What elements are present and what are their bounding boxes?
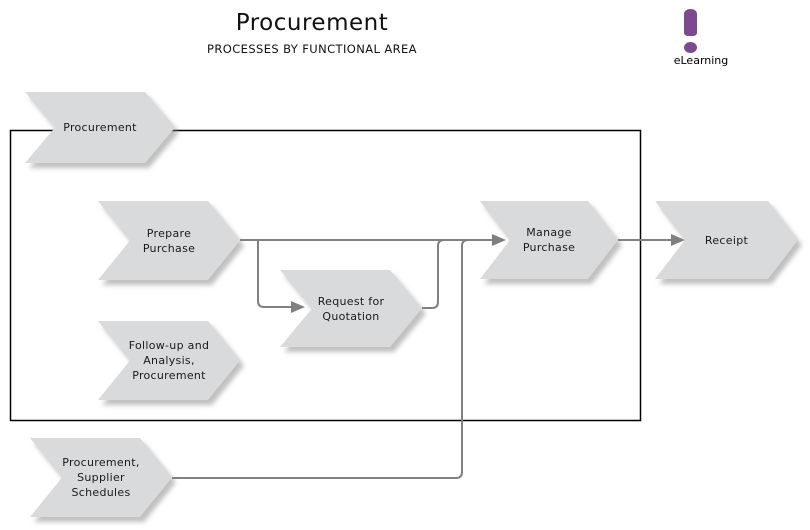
node-procurement-label: Procurement	[63, 121, 137, 134]
node-shape-request-for-quotation	[280, 270, 422, 347]
node-receipt-label: Receipt	[704, 233, 749, 247]
connector-supplier-to-manage	[172, 239, 476, 479]
node-shape-follow-up	[98, 321, 240, 400]
node-prepare-purchase-label: Prepare Purchase	[142, 226, 196, 255]
elearning-logo-label: eLearning	[673, 54, 729, 67]
connector-rfq-to-manage	[422, 239, 452, 309]
node-manage-purchase-label: Manage Purchase	[522, 226, 576, 254]
page-subtitle: PROCESSES BY FUNCTIONAL AREA	[207, 42, 417, 56]
node-request-for-quotation[interactable]: Request for Quotation	[280, 270, 422, 347]
node-manage-purchase[interactable]: Manage Purchase	[480, 201, 618, 279]
node-supplier-schedules[interactable]: Procurement, Supplier Schedules	[30, 438, 172, 517]
elearning-logo: eLearning	[655, 6, 745, 68]
arrowhead-into-receipt-icon	[671, 234, 685, 246]
node-follow-up[interactable]: Follow-up and Analysis, Procurement	[98, 321, 240, 400]
node-request-for-quotation-label: Request for Quotation	[317, 294, 385, 323]
node-follow-up-label: Follow-up and Analysis, Procurement	[128, 339, 210, 382]
node-shape-procurement	[25, 92, 175, 163]
page-title: Procurement	[235, 10, 389, 36]
exclamation-dot-icon	[684, 42, 697, 53]
node-prepare-purchase[interactable]: Prepare Purchase	[98, 201, 240, 280]
arrowhead-into-rfq-icon	[291, 301, 305, 313]
header: Procurement PROCESSES BY FUNCTIONAL AREA	[100, 10, 524, 56]
arrowhead-into-manage-icon	[492, 234, 506, 246]
node-procurement[interactable]: Procurement	[25, 92, 175, 163]
node-shape-prepare-purchase	[98, 201, 240, 280]
connector-prepare-to-rfq	[257, 240, 291, 308]
node-receipt[interactable]: Receipt	[655, 201, 798, 279]
node-shape-receipt	[655, 201, 798, 279]
node-shape-manage-purchase	[480, 201, 618, 279]
functional-area-boundary	[9, 129, 642, 422]
node-shape-supplier-schedules	[30, 438, 172, 517]
node-supplier-schedules-label: Procurement, Supplier Schedules	[62, 456, 140, 499]
exclamation-icon	[684, 9, 697, 36]
